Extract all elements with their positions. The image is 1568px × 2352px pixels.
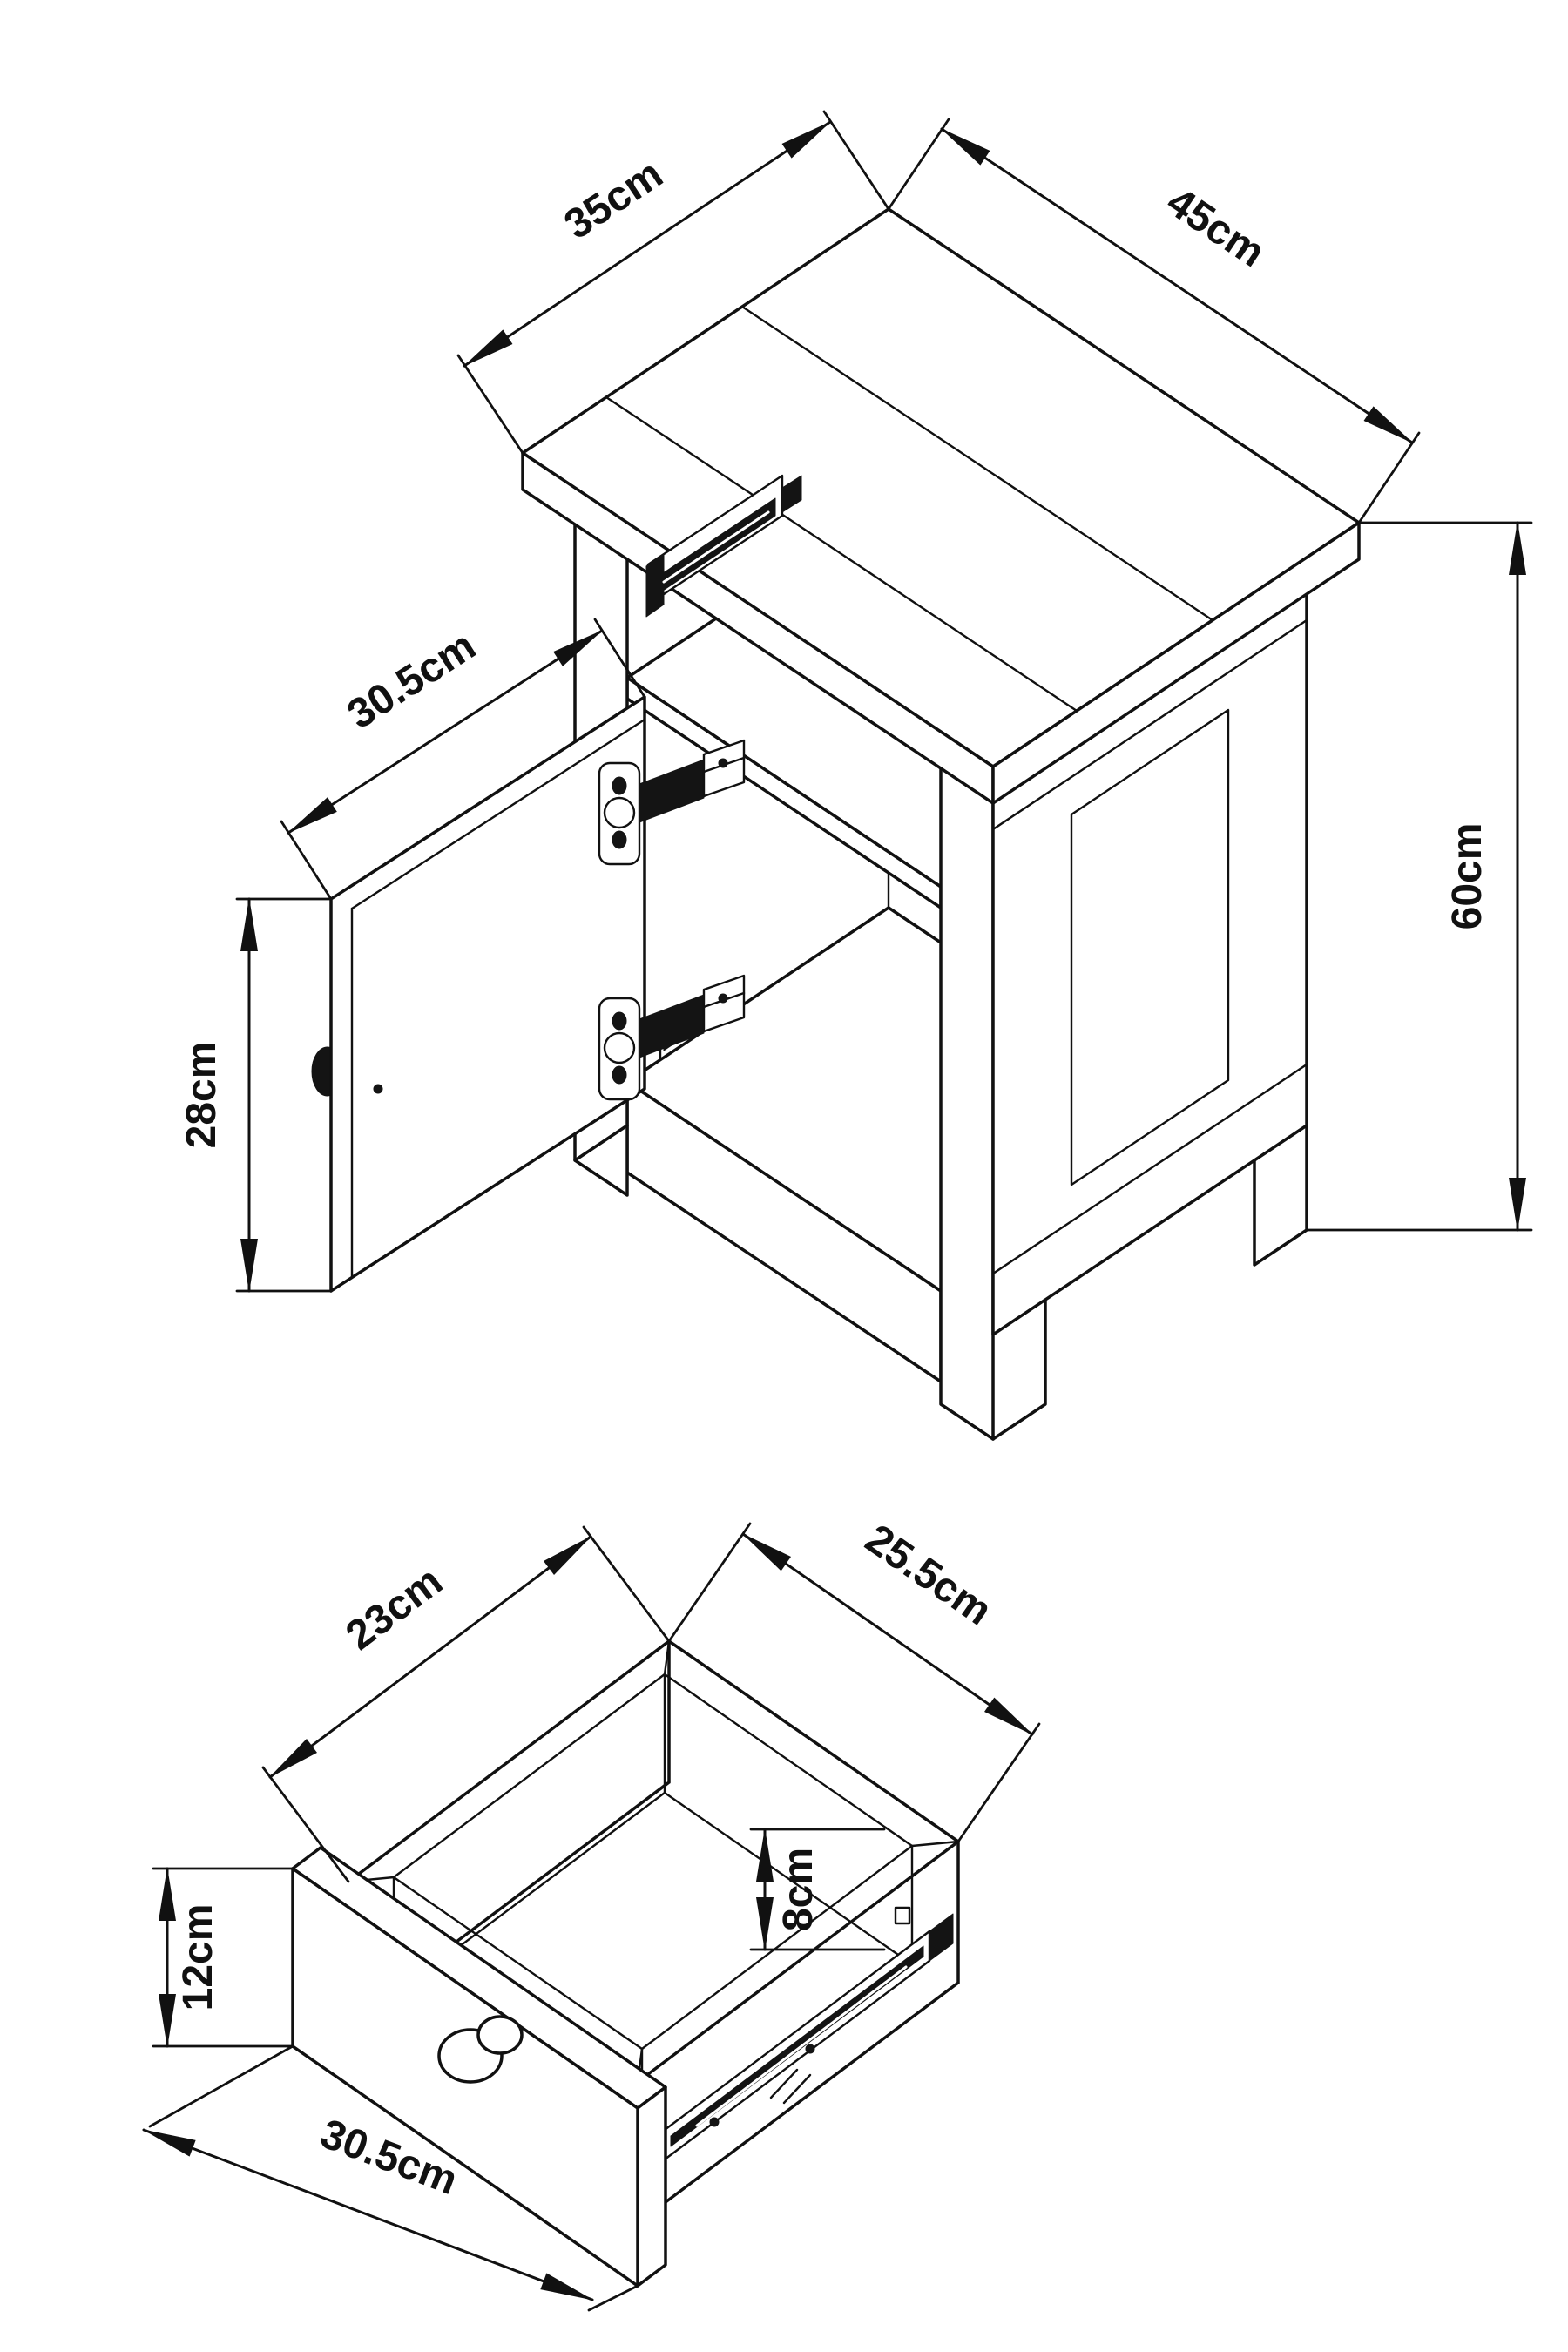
drawer-slide-rail xyxy=(645,474,802,618)
dim-label-inner-depth: 25.5cm xyxy=(857,1516,1000,1634)
extension-line xyxy=(887,118,950,211)
hinge-screw xyxy=(612,1011,627,1031)
extension-line xyxy=(1357,431,1421,524)
extension-line xyxy=(822,110,890,211)
hinge-arm xyxy=(639,759,705,823)
hinge-screw xyxy=(612,1065,627,1085)
hinge-arm xyxy=(639,994,705,1058)
hinge-mount-screw xyxy=(718,993,728,1004)
hinge-mount xyxy=(702,974,746,1033)
side-slide-streak xyxy=(695,1965,908,2127)
drawer-view: 23cm 25.5cm 8cm 12cm 30.5cm xyxy=(142,1516,1041,2312)
dimension-line xyxy=(268,1535,592,1779)
extension-line xyxy=(956,1722,1041,1843)
nightstand-view: 35cm 45cm 60cm 30.5cm 28cm xyxy=(179,110,1533,1441)
extension-line xyxy=(148,2044,294,2128)
dim-label-inner-width: 23cm xyxy=(338,1558,451,1659)
hinge-mount xyxy=(702,739,746,798)
nightstand-door xyxy=(311,695,746,1293)
extension-line xyxy=(582,1525,671,1643)
dim-label-inner-height: 8cm xyxy=(775,1848,821,1931)
dim-label-door-height: 28cm xyxy=(179,1042,225,1149)
tabletop-seam-1 xyxy=(605,395,1078,713)
extension-line xyxy=(587,2284,639,2312)
extension-line xyxy=(280,820,333,901)
dim-front-height: 12cm xyxy=(152,1867,294,2048)
slide-rail-streak xyxy=(662,510,770,584)
dim-height: 60cm xyxy=(1305,521,1533,1232)
hinge-top xyxy=(598,739,746,866)
tabletop-right-band xyxy=(991,521,1361,805)
slide-screw xyxy=(805,2044,815,2054)
slide-lever xyxy=(769,2068,812,2105)
door-knob-screw xyxy=(373,1084,383,1094)
dim-label-depth: 35cm xyxy=(557,151,672,248)
hinge-mount-screw xyxy=(718,758,728,768)
side-panel-bottom-rail xyxy=(991,1063,1308,1275)
dimension-line xyxy=(463,120,832,368)
door-panel xyxy=(329,695,646,1293)
side-panel-inset xyxy=(1070,708,1230,1186)
dim-label-width: 45cm xyxy=(1159,179,1274,276)
hinge-screw xyxy=(612,776,627,795)
extension-line xyxy=(456,354,524,455)
hinge-cup xyxy=(603,1031,636,1064)
panel-edge-band xyxy=(636,2085,667,2288)
hinge-cup xyxy=(603,796,636,829)
dim-label-height: 60cm xyxy=(1444,823,1490,930)
drawer-front-panel xyxy=(291,1846,667,2288)
side-slide-bracket xyxy=(929,1913,954,1962)
side-panel-top-rail xyxy=(991,618,1308,831)
nightstand-side-panel xyxy=(991,558,1308,1336)
slide-rail-bracket xyxy=(781,475,802,513)
cam-fitting xyxy=(894,1906,911,1925)
knob-cap xyxy=(476,2015,524,2055)
extension-line xyxy=(261,1766,350,1883)
hinge-screw xyxy=(612,830,627,849)
slide-rail-endcap xyxy=(645,553,665,618)
dimension-line xyxy=(287,629,604,835)
hinge-bottom xyxy=(598,974,746,1101)
slide-screw xyxy=(709,2117,720,2127)
dimension-line xyxy=(940,127,1414,444)
dim-label-front-height: 12cm xyxy=(175,1904,221,2011)
dimension-line xyxy=(142,2128,594,2301)
dimension-line xyxy=(741,1532,1034,1736)
rim-corner-joints xyxy=(347,1639,960,2084)
extension-line xyxy=(667,1522,752,1643)
dim-inner-height: 8cm xyxy=(749,1828,886,1951)
dim-door-height: 28cm xyxy=(179,897,333,1293)
left-leg-bottom-back xyxy=(573,1124,629,1162)
